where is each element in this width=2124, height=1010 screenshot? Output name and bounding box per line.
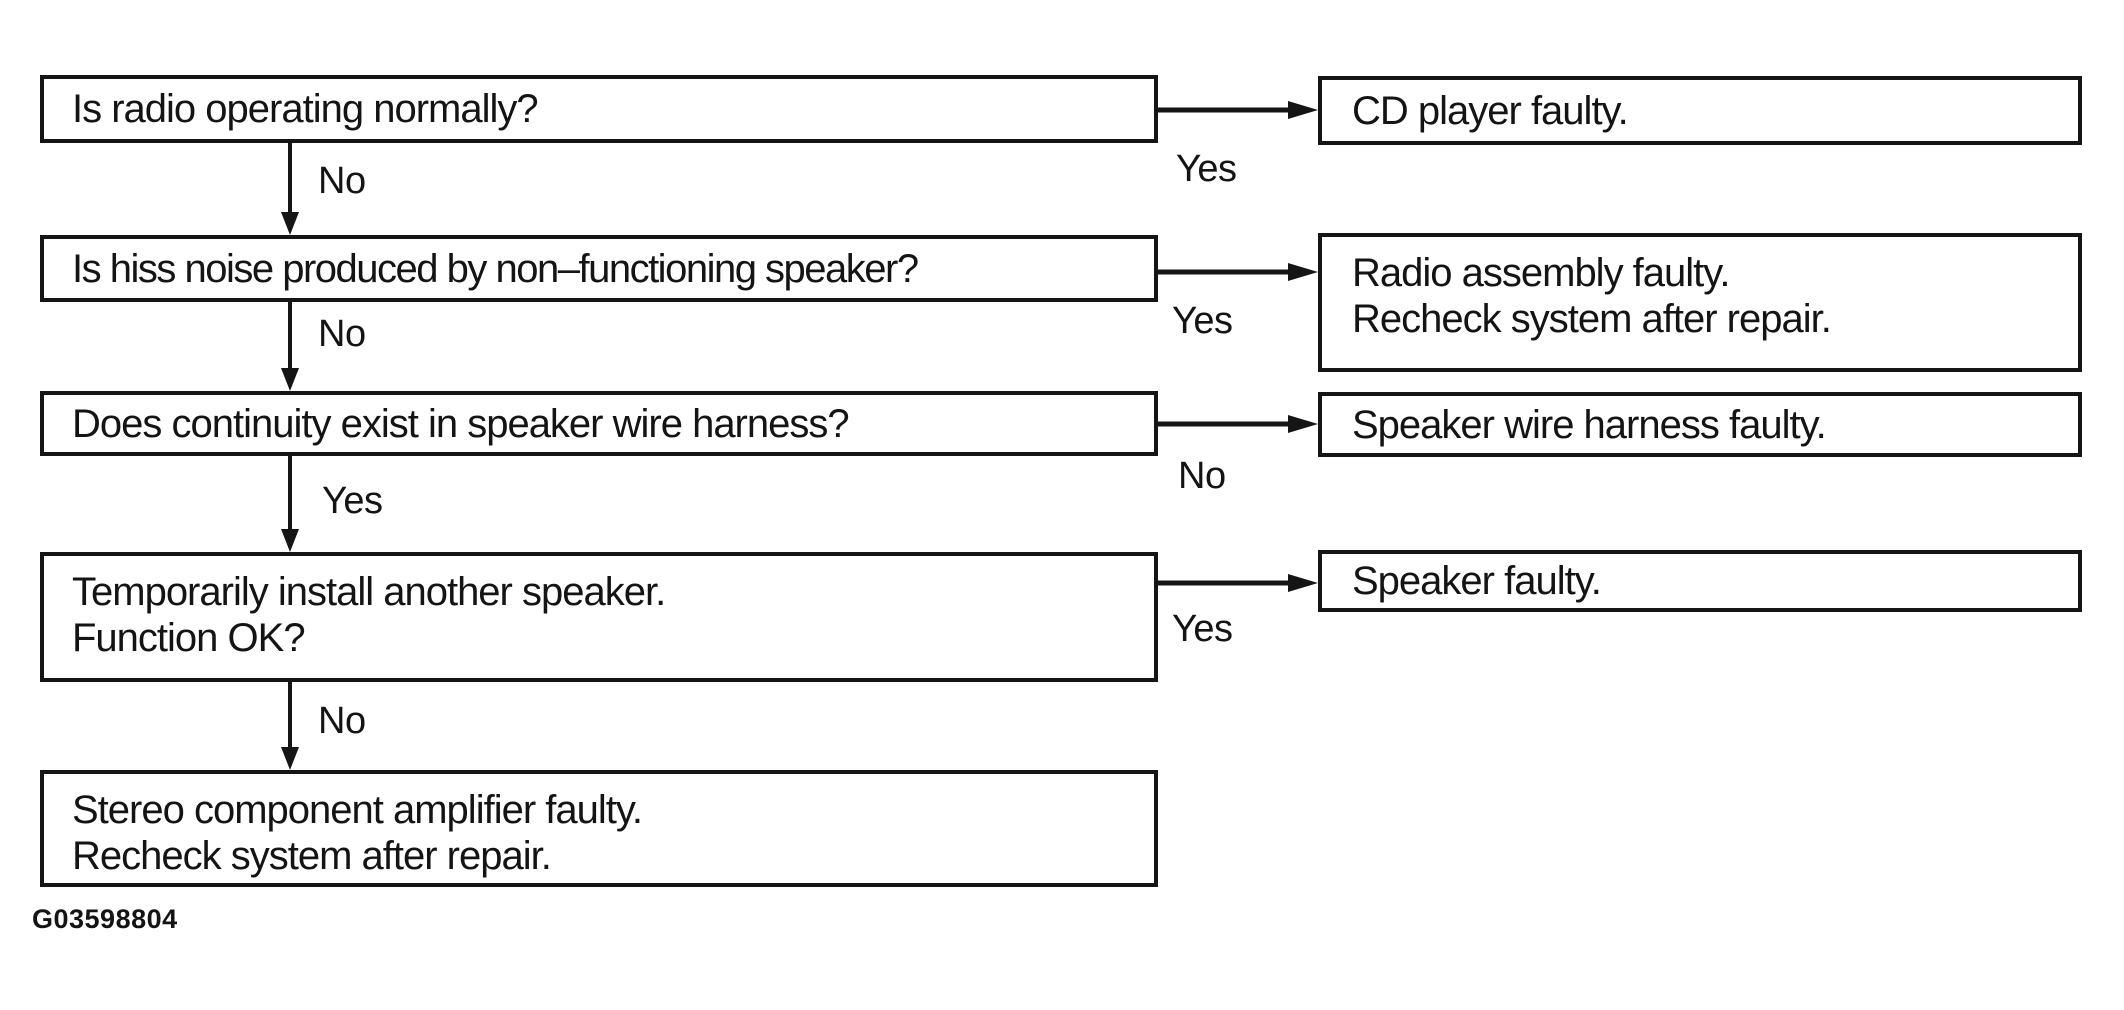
result-4-text: Speaker faulty. (1352, 559, 1602, 603)
question-box-3: Does continuity exist in speaker wire ha… (40, 391, 1158, 456)
question-box-1: Is radio operating normally? (40, 75, 1158, 143)
question-3-text: Does continuity exist in speaker wire ha… (72, 401, 850, 446)
question-1-text: Is radio operating normally? (72, 87, 539, 131)
result-2-text-line-2: Recheck system after repair. (1352, 297, 1832, 341)
down-label-3: Yes (322, 480, 383, 522)
arrow-right-1 (1158, 101, 1318, 119)
arrow-right-3 (1158, 415, 1318, 433)
result-1-text: CD player faulty. (1352, 88, 1629, 133)
question-box-4: Temporarily install another speaker. Fun… (40, 552, 1158, 682)
result-2-text-line-1: Radio assembly faulty. (1352, 251, 1730, 295)
side-label-1: Yes (1176, 148, 1237, 190)
arrow-down-1 (281, 143, 299, 235)
question-4-text-line-2: Function OK? (72, 616, 306, 660)
side-label-2: Yes (1172, 300, 1233, 342)
down-label-1: No (318, 160, 366, 202)
arrow-right-4 (1158, 574, 1318, 592)
result-box-3: Speaker wire harness faulty. (1318, 392, 2082, 457)
arrow-down-4 (281, 682, 299, 770)
question-2-text: Is hiss noise produced by non–functionin… (72, 246, 919, 291)
result-box-4: Speaker faulty. (1318, 550, 2082, 612)
result-3-text: Speaker wire harness faulty. (1352, 402, 1827, 447)
arrow-down-3 (281, 456, 299, 552)
result-box-2: Radio assembly faulty. Recheck system af… (1318, 233, 2082, 372)
side-label-3: No (1178, 455, 1226, 497)
arrow-right-2 (1158, 263, 1318, 281)
result-box-1: CD player faulty. (1318, 76, 2082, 145)
final-text-line-2: Recheck system after repair. (72, 834, 552, 878)
down-label-4: No (318, 700, 366, 742)
side-label-4: Yes (1172, 608, 1233, 650)
question-4-text-line-1: Temporarily install another speaker. (72, 570, 666, 614)
question-box-2: Is hiss noise produced by non–functionin… (40, 235, 1158, 302)
down-label-2: No (318, 313, 366, 355)
final-text-line-1: Stereo component amplifier faulty. (72, 788, 643, 832)
final-box: Stereo component amplifier faulty. Reche… (40, 770, 1158, 887)
arrow-down-2 (281, 302, 299, 391)
figure-code: G03598804 (32, 904, 178, 934)
